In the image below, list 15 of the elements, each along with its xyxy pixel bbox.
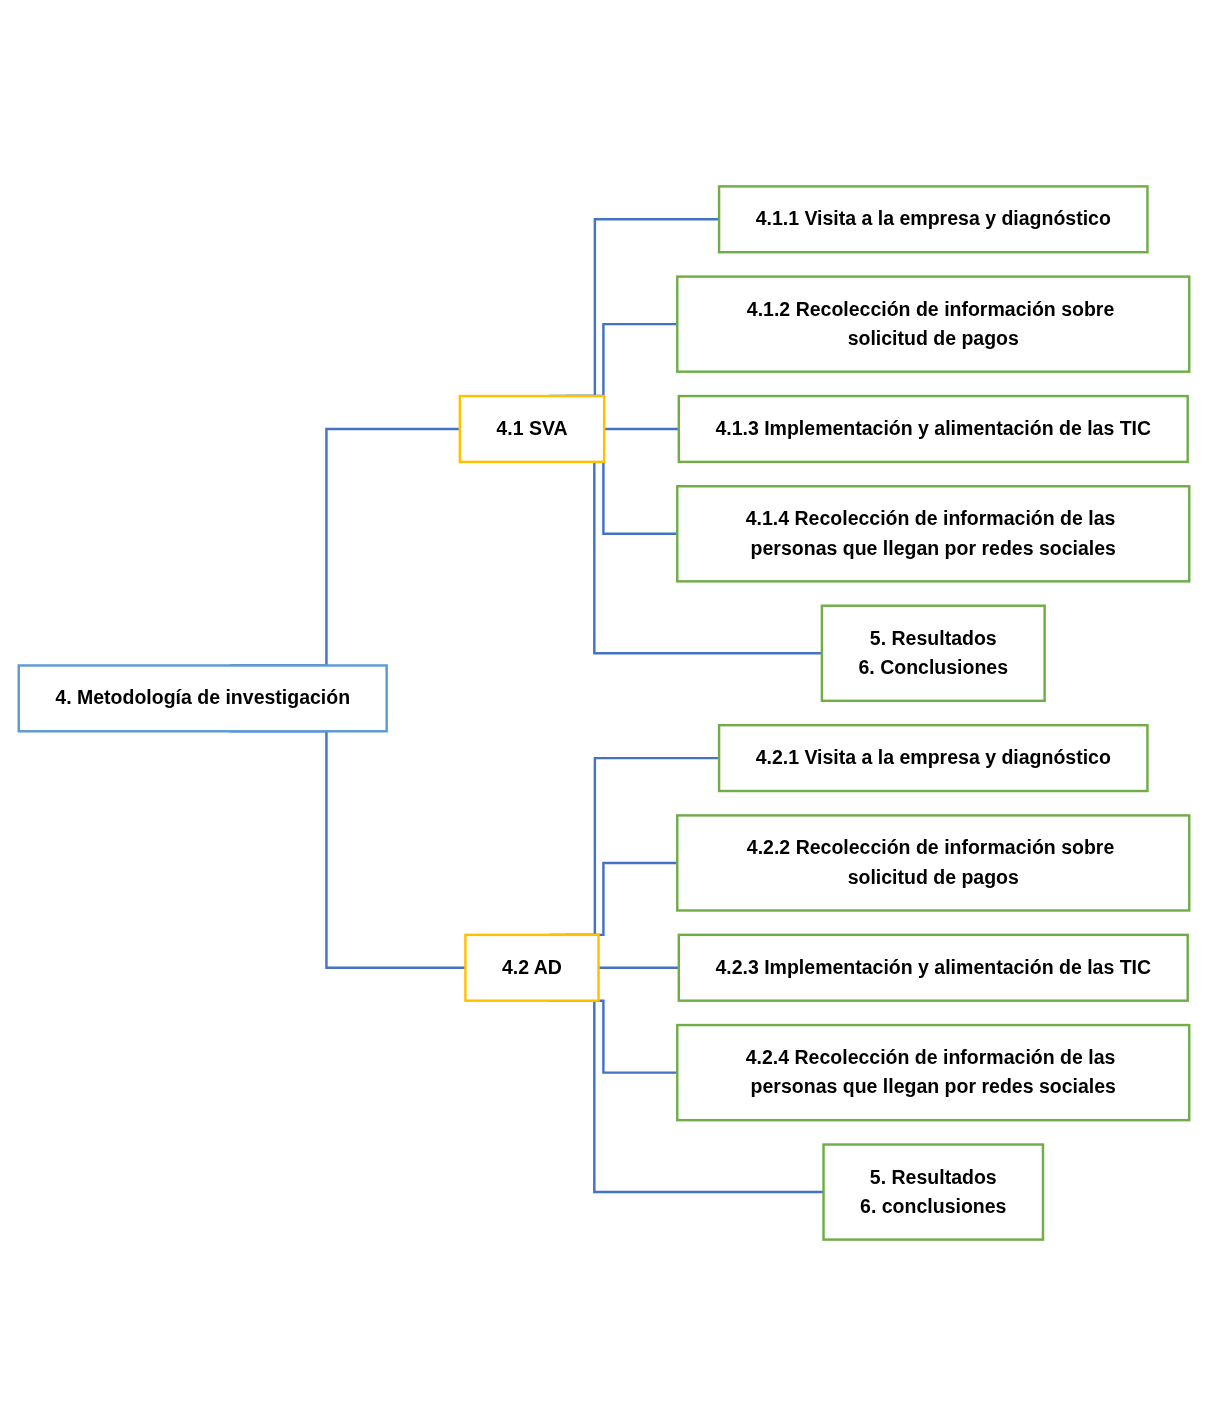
node-box: 4.2 AD <box>464 933 600 1002</box>
node-box: 5. Resultados 6. Conclusiones <box>820 604 1046 703</box>
node-box: 4.1.2 Recolección de información sobre solicitud de pagos <box>676 275 1191 373</box>
node-box: 4.2.2 Recolección de información sobre solicitud de pagos <box>676 814 1191 912</box>
node-box: 4.1.1 Visita a la empresa y diagnóstico <box>717 185 1149 254</box>
node-box: 5. Resultados 6. conclusiones <box>822 1143 1045 1241</box>
node-box: 4.2.4 Recolección de información de las personas que llegan por redes sociales <box>676 1023 1191 1122</box>
connector <box>604 427 679 431</box>
node-box: 4.1 SVA <box>458 394 606 464</box>
connector <box>598 966 679 969</box>
node-box: 4.2.1 Visita a la empresa y diagnóstico <box>717 723 1149 793</box>
node-box: 4.2.3 Implementación y alimentación de las TIC <box>677 933 1189 1002</box>
node-box: 4. Metodología de investigación <box>17 664 388 733</box>
node-box: 4.1.4 Recolección de información de las personas que llegan por redes sociales <box>676 485 1191 583</box>
node-box: 4.1.3 Implementación y alimentación de las TIC <box>677 394 1189 464</box>
